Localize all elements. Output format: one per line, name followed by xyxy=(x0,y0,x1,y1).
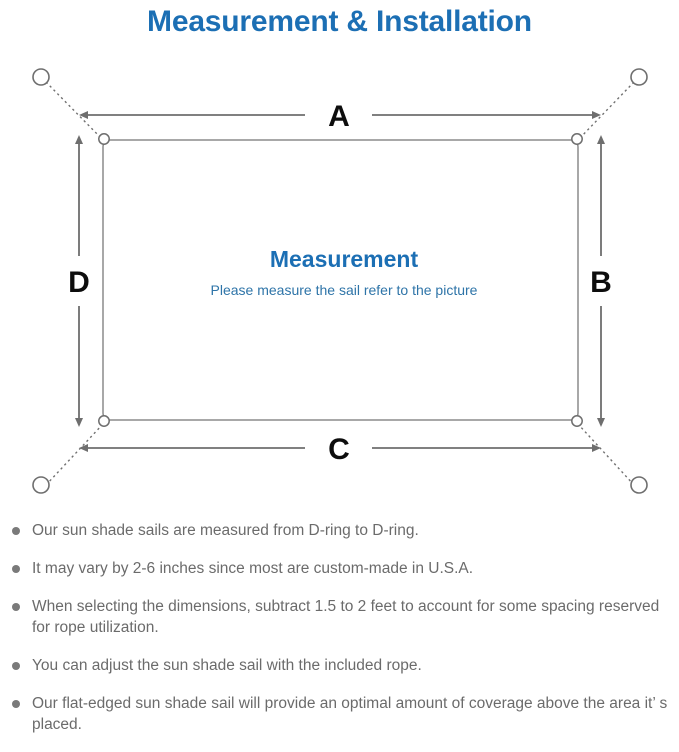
list-item: You can adjust the sun shade sail with t… xyxy=(0,655,679,676)
bullet-icon xyxy=(12,662,20,670)
note-text: Our sun shade sails are measured from D-… xyxy=(32,522,419,539)
sail-rectangle xyxy=(102,139,579,421)
list-item: It may vary by 2-6 inches since most are… xyxy=(0,558,679,579)
dimension-d-label: D xyxy=(68,266,90,299)
dimension-c-label: C xyxy=(328,433,350,466)
anchor-points xyxy=(32,68,648,494)
list-item: When selecting the dimensions, subtract … xyxy=(0,596,679,638)
anchor-point-bottom-right xyxy=(630,476,648,494)
dimension-a: A xyxy=(79,100,601,133)
bullet-icon xyxy=(12,527,20,535)
rope-line-top-right xyxy=(577,81,635,141)
sail-label-subtitle: Please measure the sail refer to the pic… xyxy=(211,282,478,298)
dimension-a-label: A xyxy=(328,100,350,133)
anchor-point-top-left xyxy=(32,68,50,86)
note-text: When selecting the dimensions, subtract … xyxy=(32,598,660,636)
anchor-point-top-right xyxy=(630,68,648,86)
notes-list: Our sun shade sails are measured from D-… xyxy=(0,520,679,752)
bullet-icon xyxy=(12,565,20,573)
measurement-diagram: A C D B Measurement Please measure the s… xyxy=(0,44,679,514)
note-text: It may vary by 2-6 inches since most are… xyxy=(32,560,474,577)
anchor-point-bottom-left xyxy=(32,476,50,494)
sail-label-title: Measurement xyxy=(270,246,419,272)
d-ring-top-right xyxy=(571,133,583,145)
dimension-d: D xyxy=(68,135,90,427)
d-rings xyxy=(98,133,583,427)
d-ring-top-left xyxy=(98,133,110,145)
dimension-c: C xyxy=(79,433,601,466)
list-item: Our sun shade sails are measured from D-… xyxy=(0,520,679,541)
rope-line-bottom-right xyxy=(577,423,635,486)
bullet-icon xyxy=(12,603,20,611)
note-text: You can adjust the sun shade sail with t… xyxy=(32,657,422,674)
d-ring-bottom-left xyxy=(98,415,110,427)
dimension-b-label: B xyxy=(590,266,612,299)
rope-line-top-left xyxy=(45,81,104,141)
rope-line-bottom-left xyxy=(45,423,104,486)
list-item: Our flat-edged sun shade sail will provi… xyxy=(0,693,679,735)
d-ring-bottom-right xyxy=(571,415,583,427)
page-title: Measurement & Installation xyxy=(147,5,532,38)
dimension-b: B xyxy=(590,135,612,427)
note-text: Our flat-edged sun shade sail will provi… xyxy=(32,695,668,733)
bullet-icon xyxy=(12,700,20,708)
